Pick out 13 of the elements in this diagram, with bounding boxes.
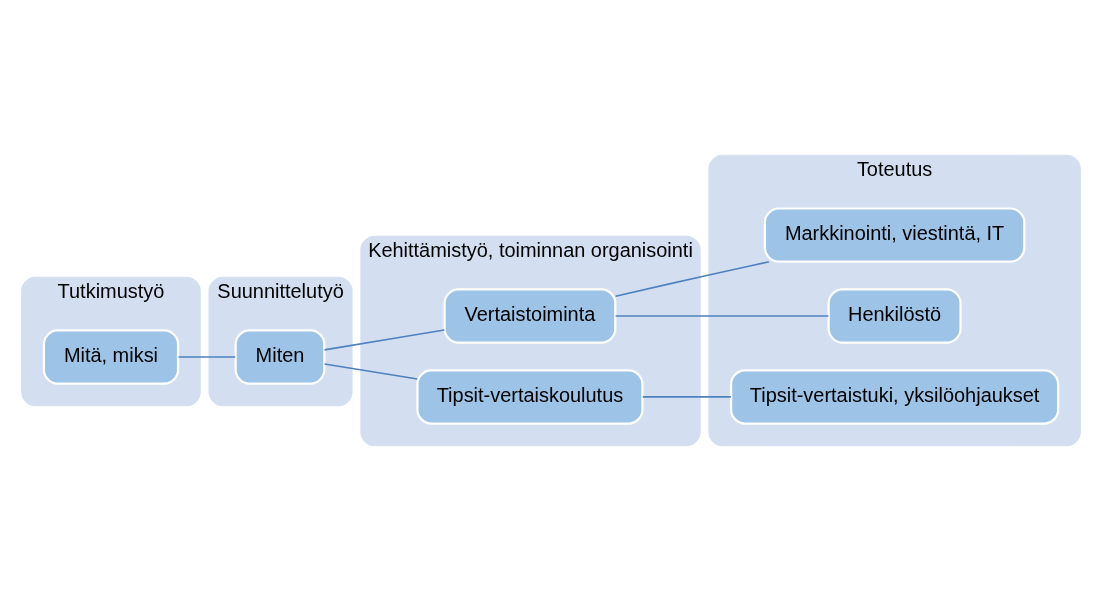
connector bbox=[177, 355, 237, 358]
node-box: Henkilöstö bbox=[827, 287, 962, 344]
connector bbox=[641, 395, 732, 398]
node-box: Mitä, miksi bbox=[42, 328, 180, 385]
node-box: Tipsit-vertaiskoulutus bbox=[416, 368, 644, 425]
connector bbox=[614, 314, 830, 317]
connector bbox=[323, 362, 419, 380]
node-box: Markkinointi, viestintä, IT bbox=[763, 206, 1026, 263]
node-box: Vertaistoiminta bbox=[443, 287, 617, 344]
node-box: Tipsit-vertaistuki, yksilöohjaukset bbox=[730, 368, 1060, 425]
connector bbox=[614, 260, 770, 297]
node-box: Miten bbox=[234, 328, 326, 385]
connector bbox=[323, 328, 446, 351]
